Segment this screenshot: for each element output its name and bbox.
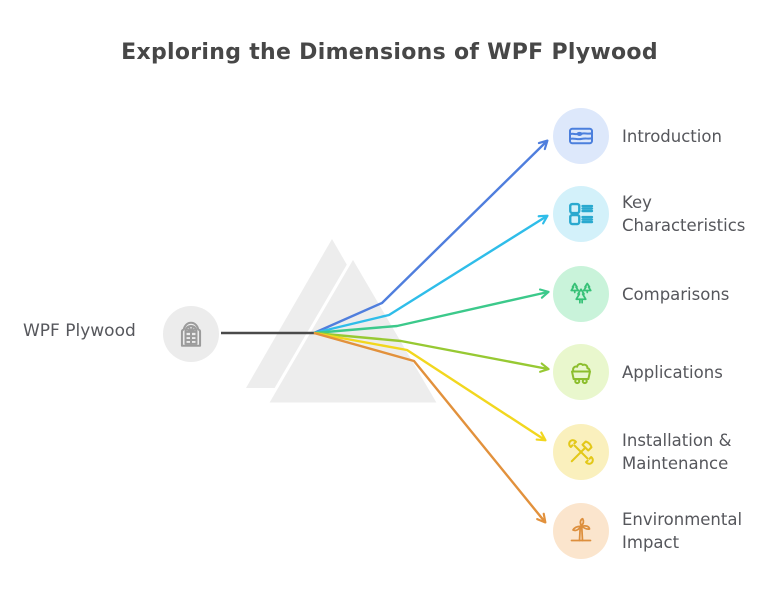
environmental-impact-circle: [553, 503, 609, 559]
branch-label-installation-maintenance: Installation & Maintenance: [622, 431, 732, 473]
branch-label-key-characteristics: Key Characteristics: [622, 193, 746, 235]
wind-turbine-icon: [570, 517, 592, 542]
branch-installation-maintenance: Installation & Maintenance: [553, 424, 779, 480]
branch-key-characteristics: Key Characteristics: [553, 186, 779, 242]
comparisons-circle: [553, 266, 609, 322]
branch-line-environmental-impact: [313, 331, 547, 524]
list-icon: [569, 202, 594, 226]
branch-line-introduction: [313, 139, 549, 335]
introduction-circle: [553, 108, 609, 164]
branch-applications: Applications: [553, 344, 779, 400]
branch-label-applications: Applications: [622, 362, 723, 382]
window-icon: [180, 321, 202, 347]
key-characteristics-circle: [553, 186, 609, 242]
branch-environmental-impact: Environmental Impact: [553, 503, 779, 559]
plywood-board-icon: [569, 127, 594, 145]
branch-line-applications: [313, 331, 550, 373]
branch-label-comparisons: Comparisons: [622, 284, 730, 304]
branch-line-installation-maintenance: [313, 331, 547, 442]
branch-label-introduction: Introduction: [622, 126, 722, 146]
root-node-label: WPF Plywood: [23, 321, 136, 341]
crossed-tools-icon: [568, 439, 594, 465]
mine-cart-icon: [571, 362, 591, 385]
branch-line-comparisons: [313, 288, 550, 335]
branch-label-environmental-impact: Environmental Impact: [622, 510, 743, 552]
applications-circle: [553, 344, 609, 400]
branch-introduction: Introduction: [553, 108, 779, 164]
installation-maintenance-circle: [553, 424, 609, 480]
branch-line-key-characteristics: [313, 214, 549, 335]
root-node-circle: [163, 306, 219, 362]
pine-trees-icon: [570, 282, 592, 304]
branch-comparisons: Comparisons: [553, 266, 779, 322]
page-title: Exploring the Dimensions of WPF Plywood: [121, 40, 658, 65]
